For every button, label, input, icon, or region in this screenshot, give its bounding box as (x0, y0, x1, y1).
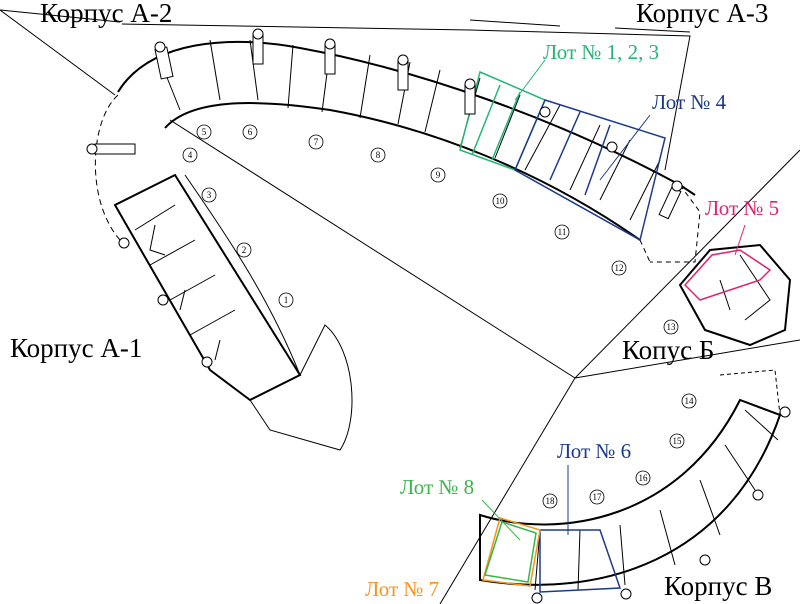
building-a1-arc-inner (184, 174, 301, 376)
building-a23-back (121, 23, 691, 171)
marker-14: 14 (685, 396, 695, 406)
marker-circle (669, 433, 685, 449)
marker-17: 17 (593, 492, 603, 502)
marker-3: 3 (207, 190, 212, 200)
building-a23-outline (117, 40, 696, 196)
marker-circle (554, 224, 570, 240)
lot123-leader (514, 59, 546, 101)
entrance-marker (752, 489, 764, 501)
entrance-marker (531, 592, 543, 604)
marker-circle (663, 319, 679, 335)
marker-circle (542, 493, 558, 509)
entrance-marker (539, 106, 551, 118)
entrance-marker (157, 294, 169, 306)
entrance-marker (118, 237, 130, 249)
label-building-a2: Корпус А-2 (40, 0, 173, 28)
marker-12: 12 (615, 263, 624, 273)
entrance-marker (252, 28, 264, 40)
marker-circle (635, 470, 651, 486)
marker-6: 6 (248, 127, 253, 137)
building-a2-dashed-arc (94, 94, 121, 241)
road-line (0, 9, 800, 604)
entrance-marker (620, 588, 632, 600)
marker-circle (430, 167, 446, 183)
building-b-inner (719, 254, 771, 321)
marker-circle (308, 134, 324, 150)
entrance (94, 143, 136, 155)
building-a23-inner (164, 102, 641, 241)
label-lot-8: Лот № 8 (400, 475, 475, 499)
building-a1-tower (249, 324, 353, 451)
label-lot-5: Лот № 5 (705, 196, 780, 220)
label-lot-6: Лот № 6 (557, 439, 632, 463)
marker-circle (201, 187, 217, 203)
marker-7: 7 (314, 137, 319, 147)
label-lot-4: Лот № 4 (652, 90, 727, 114)
marker-circle (370, 147, 386, 163)
lot8-area (484, 521, 537, 583)
marker-circle (236, 242, 252, 258)
building-v-outline (479, 398, 782, 586)
label-building-b: Копус Б (622, 335, 715, 365)
entrance-marker (324, 38, 336, 50)
entrance-marker (201, 356, 213, 368)
label-lot-1-2-3: Лот № 1, 2, 3 (543, 40, 660, 64)
entrance-marker (86, 143, 98, 155)
marker-circle (182, 147, 198, 163)
building-a1-outline (113, 173, 302, 402)
entrance-marker (779, 406, 791, 418)
marker-9: 9 (436, 170, 441, 180)
marker-5: 5 (202, 127, 207, 137)
label-lot-7: Лот № 7 (365, 577, 440, 601)
marker-15: 15 (673, 436, 683, 446)
lot8-leader (481, 499, 521, 541)
entrance-marker (699, 554, 711, 566)
lot6-area (539, 529, 622, 593)
lot4-leader (599, 114, 651, 181)
entrance (658, 186, 682, 220)
road-line (469, 19, 691, 33)
marker-4: 4 (188, 150, 193, 160)
marker-10: 10 (496, 196, 506, 206)
label-building-v: Корпус В (664, 571, 773, 601)
entrance-marker (606, 141, 618, 153)
lot4-area (514, 99, 666, 242)
marker-16: 16 (639, 473, 649, 483)
building-v-inner (534, 409, 779, 591)
label-building-a1: Корпус А-1 (10, 333, 143, 363)
entrance-marker (671, 180, 683, 192)
marker-11: 11 (558, 227, 567, 237)
lot5-leader (734, 224, 746, 256)
marker-13: 13 (667, 322, 677, 332)
marker-8: 8 (376, 150, 381, 160)
marker-18: 18 (546, 496, 556, 506)
building-v-dashed (719, 369, 781, 416)
entrance-marker (154, 41, 166, 53)
marker-1: 1 (284, 295, 289, 305)
marker-circle (589, 489, 605, 505)
marker-circle (196, 124, 212, 140)
entrance-marker (397, 54, 409, 66)
marker-circle (242, 124, 258, 140)
marker-circle (681, 393, 697, 409)
building-a23-dashed (639, 184, 701, 263)
marker-circle (278, 292, 294, 308)
lot5-area (683, 249, 772, 301)
building-b-outline (678, 243, 792, 347)
marker-circle (611, 260, 627, 276)
lot7-area (482, 517, 541, 587)
entrance-marker (464, 78, 476, 90)
building-a23-dividers (157, 39, 661, 221)
marker-circle (492, 193, 508, 209)
building-a1-inner (134, 204, 236, 361)
label-building-a3: Корпус А-3 (636, 0, 769, 28)
marker-2: 2 (242, 245, 247, 255)
